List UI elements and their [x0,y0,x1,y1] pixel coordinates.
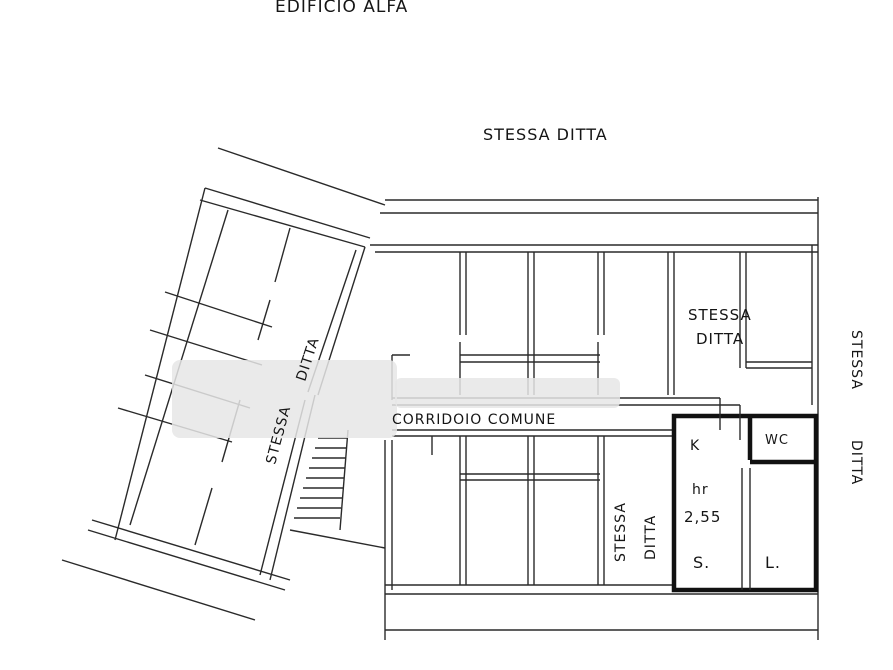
stairs [289,429,386,549]
kitchen-label: K [690,438,700,454]
right-edge-label-line1: STESSA [848,330,864,390]
room-s-label: S. [693,553,710,572]
building-name-label: EDIFICIO ALFA [275,0,408,17]
corridor-label: CORRIDOIO COMUNE [392,412,556,428]
bottom-room-label-line1: STESSA [613,502,629,562]
highlighted-unit [671,398,819,593]
top-owner-label: STESSA DITTA [483,125,608,144]
right-room-label-line2: DITTA [696,330,744,348]
main-block [370,197,819,640]
wc-label: WC [765,433,789,448]
right-room-label-line1: STESSA [688,306,752,324]
ceiling-height-label: hr [692,482,709,498]
ceiling-height-value: 2,55 [684,508,721,526]
bottom-room-label-line2: DITTA [643,515,659,560]
right-edge-label-line2: DITTA [848,440,864,485]
redacted-area [172,360,620,438]
room-l-label: L. [765,553,781,572]
